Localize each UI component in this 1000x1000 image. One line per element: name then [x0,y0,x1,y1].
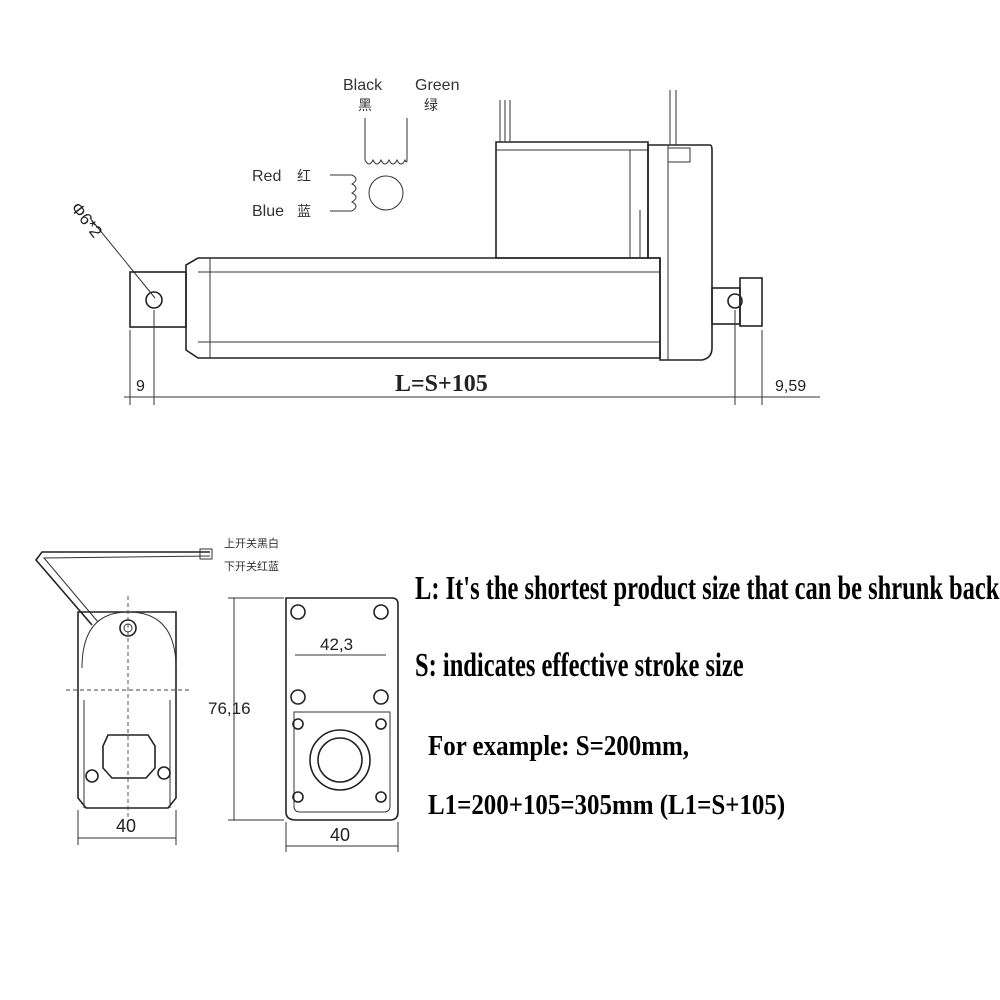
front-housing-outline [285,597,399,821]
wire-label-red: Red [252,168,281,185]
side-view: Black 黑 Green 绿 Red 红 Blue 蓝 Φ6*2 [67,77,820,405]
hole-callout: Φ6*2 [67,199,156,299]
front-rod-end [711,277,763,327]
rear-housing-outline [77,611,177,809]
dim-front-inner-width: 42,3 [320,635,353,654]
wire-label-green: Green [415,77,459,94]
note-example-line2: L1=200+105=305mm (L1=S+105) [428,789,786,821]
front-bore-outer [309,729,371,791]
rear-output-shaft [102,734,156,779]
switch-label-lower: 下开关红蓝 [224,559,279,573]
rear-mount-hole [145,291,163,309]
wire-label-red-cn: 红 [297,169,311,185]
wire-label-blue-cn: 蓝 [297,204,311,220]
note-s-definition: S: indicates effective stroke size [415,647,744,684]
switch-cable [34,551,210,626]
dim-right-offset: 9,59 [775,378,806,395]
note-example-line1: For example: S=200mm, [428,730,690,762]
dim-left-offset: 9 [136,378,145,395]
wire-label-green-cn: 绿 [424,98,438,114]
gearbox-housing [647,90,713,361]
front-bore-inner [317,737,363,783]
motor-housing [495,100,649,259]
wire-label-black: Black [343,77,383,94]
side-dimensions: 9 L=S+105 9,59 [124,310,820,405]
switch-label-upper: 上开关黑白 [224,536,279,550]
actuator-tube [185,257,661,359]
dim-total-length: L=S+105 [395,371,488,397]
motor-symbol [368,175,404,211]
rear-end-view: 上开关黑白 下开关红蓝 40 [34,536,279,845]
front-end-view: 42,3 76,16 40 [208,597,399,852]
dim-rear-width: 40 [116,816,136,836]
note-l-definition: L: It's the shortest product size that c… [415,570,1000,607]
dim-front-width: 40 [330,825,350,845]
hole-callout-text: Φ6*2 [67,199,106,242]
wire-label-blue: Blue [252,203,284,220]
wiring-schematic [330,118,408,212]
dim-front-height: 76,16 [208,699,251,718]
wire-label-black-cn: 黑 [358,98,372,114]
rear-mount-tab [129,271,187,328]
front-mount-hole [727,293,743,309]
